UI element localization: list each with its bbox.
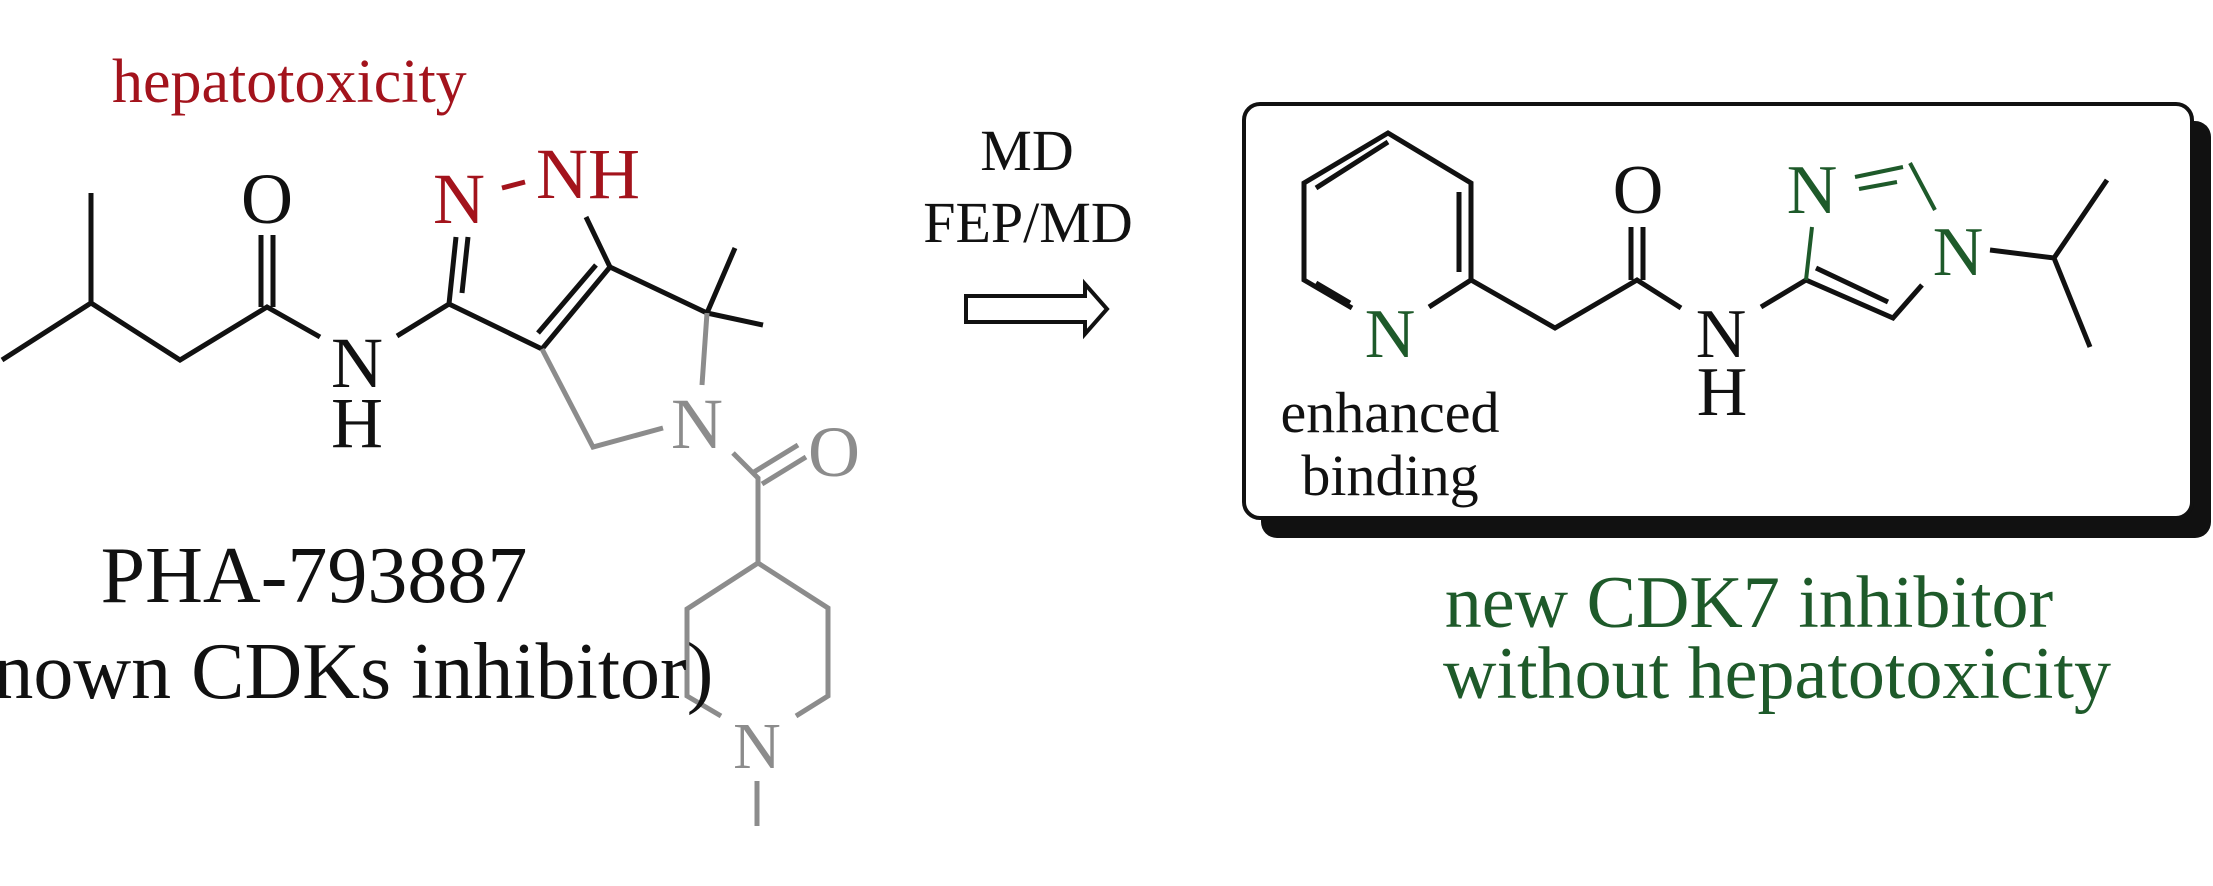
atom-o: O <box>1613 152 1664 229</box>
atom-o1: O <box>241 159 293 239</box>
open-arrow-icon <box>964 278 1110 340</box>
box-frame <box>1242 102 2194 520</box>
compound-name: PHA-793887 <box>101 532 528 620</box>
transformation: MD FEP/MD <box>923 118 1133 340</box>
n-n-bond <box>501 179 526 191</box>
atom-h-amide: H <box>331 383 383 463</box>
result-box: N O N H N N enhanced binding <box>1242 102 2211 538</box>
right-molecule-bonds <box>1301 130 2110 348</box>
atom-n-pyridine: N <box>1365 296 1416 373</box>
atom-n1: N <box>1933 214 1984 291</box>
atom-n-amide: N <box>1696 296 1747 373</box>
method-fep-md: FEP/MD <box>923 190 1133 255</box>
gray-bonds <box>539 312 831 826</box>
result-caption-line2: without hepatotoxicity <box>1443 633 2111 715</box>
atom-o2: O <box>808 412 860 492</box>
compound-description: (known CDKs inhibitor) <box>0 628 713 716</box>
atom-nh-pyrazole: NH <box>536 134 640 214</box>
atom-n-pyrazole: N <box>433 159 485 239</box>
atom-n-amide: N <box>331 323 383 403</box>
left-molecule: hepatotoxicity O N H N NH N O N PHA-7938… <box>0 48 860 826</box>
atom-n-piperidine: N <box>733 710 781 783</box>
atom-h-amide: H <box>1697 354 1748 431</box>
hepatotoxicity-label: hepatotoxicity <box>112 48 467 116</box>
enhanced-label: enhanced <box>1281 380 1500 445</box>
atom-n3: N <box>1787 152 1838 229</box>
atom-n-pyrrolidine: N <box>671 384 723 464</box>
result-caption-line1: new CDK7 inhibitor <box>1445 562 2053 644</box>
method-md: MD <box>980 118 1073 183</box>
binding-label: binding <box>1301 443 1478 508</box>
